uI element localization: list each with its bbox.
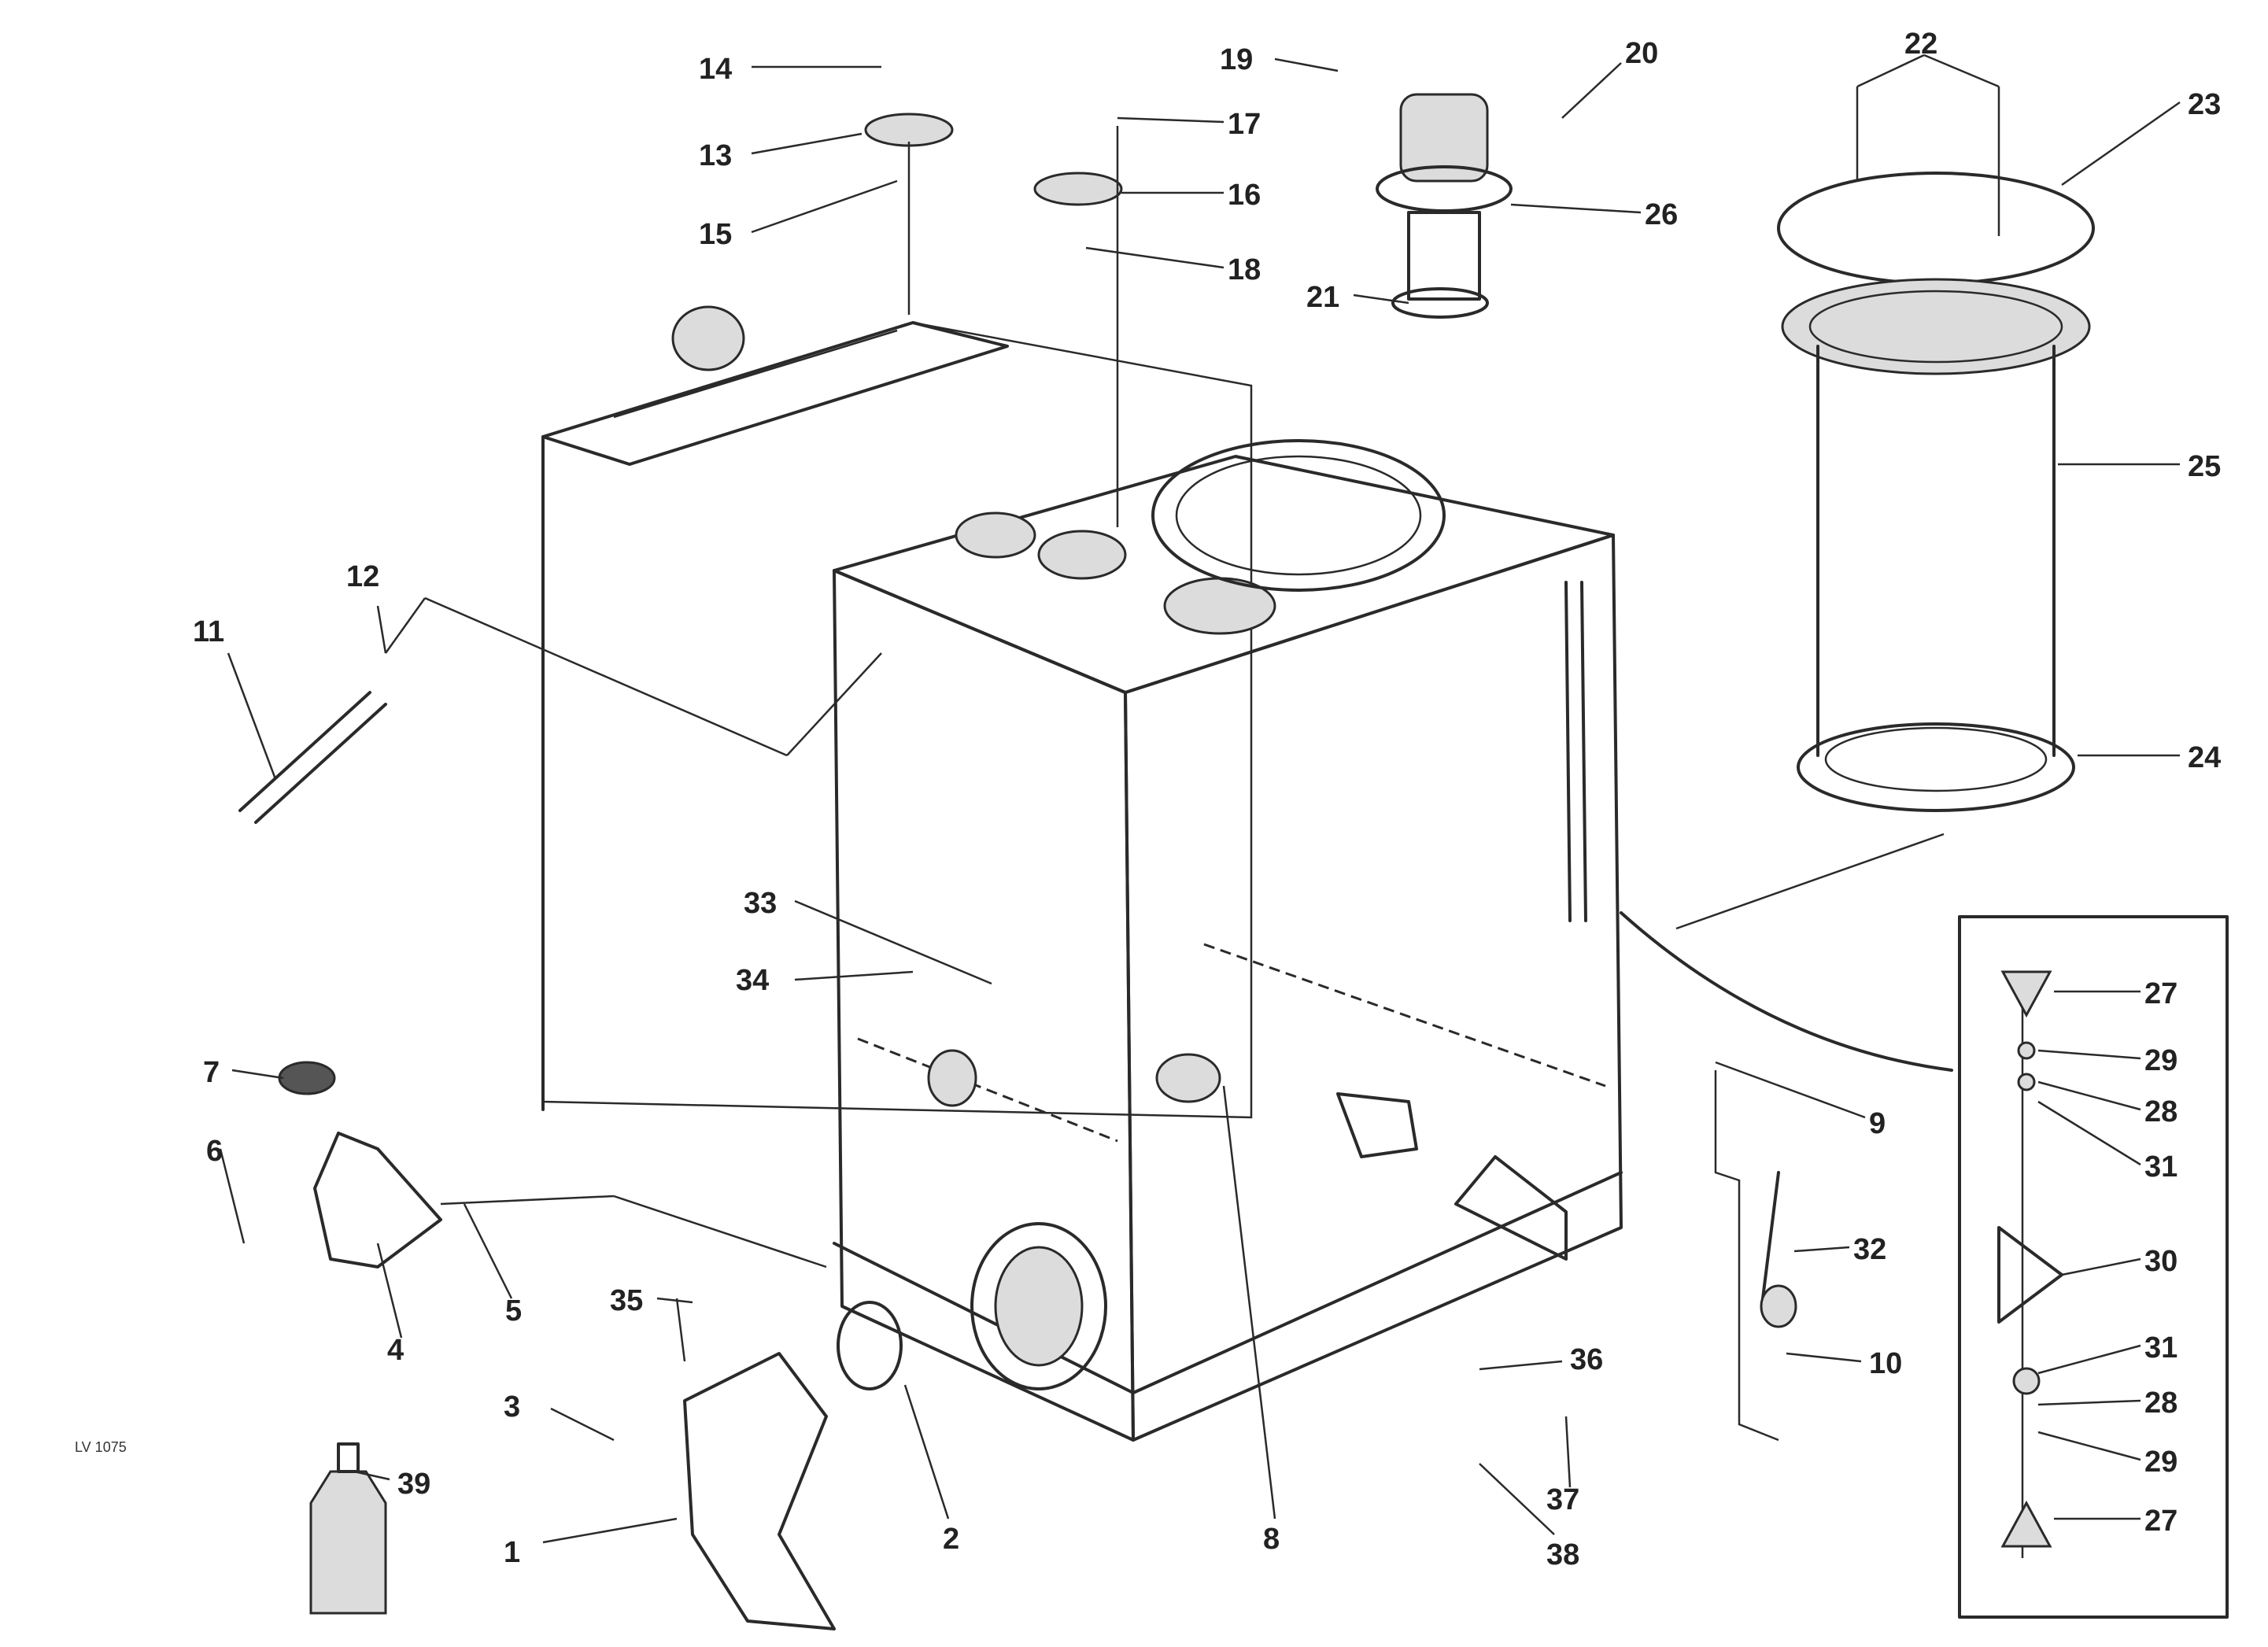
filter-assembly (1777, 172, 2095, 812)
callout-14: 14 (699, 53, 732, 86)
callout-18: 18 (1228, 253, 1261, 286)
tank-body (541, 321, 1623, 1442)
callout-36: 36 (1570, 1343, 1603, 1376)
callout-23: 23 (2188, 88, 2221, 121)
callout-labels: 14 13 15 17 16 18 19 20 26 21 22 23 25 2… (193, 28, 2221, 1571)
upper-cover-box (541, 305, 1009, 466)
callout-29-bottom: 29 (2144, 1446, 2178, 1479)
callout-3: 3 (504, 1390, 520, 1424)
callout-9: 9 (1869, 1107, 1886, 1140)
stamp-line-3: LV 1075 (75, 1439, 127, 1455)
callout-21: 21 (1306, 281, 1339, 314)
callout-2: 2 (943, 1523, 959, 1556)
callout-34: 34 (736, 964, 769, 997)
callout-39: 39 (397, 1468, 430, 1501)
callout-25: 25 (2188, 450, 2221, 483)
callout-10: 10 (1869, 1347, 1902, 1380)
callout-26: 26 (1645, 198, 1678, 231)
callout-28-bottom: 28 (2144, 1387, 2178, 1420)
callout-27-bottom: 27 (2144, 1505, 2178, 1538)
callout-16: 16 (1228, 179, 1261, 212)
callout-35: 35 (610, 1284, 643, 1317)
callout-32: 32 (1853, 1233, 1886, 1266)
callout-11: 11 (193, 615, 224, 648)
callout-19: 19 (1220, 43, 1253, 76)
callout-31-bottom: 31 (2144, 1331, 2178, 1364)
callout-27-top: 27 (2144, 977, 2178, 1010)
callout-8: 8 (1263, 1523, 1280, 1556)
detail-inset-box (1958, 915, 2229, 1619)
callout-13: 13 (699, 139, 732, 172)
mounting-brackets (1155, 1053, 1568, 1261)
callout-24: 24 (2188, 741, 2221, 774)
drain-fitting (238, 691, 387, 824)
callout-20: 20 (1625, 37, 1658, 70)
leader-lines (219, 54, 2181, 1544)
callout-38: 38 (1546, 1538, 1579, 1571)
callout-6: 6 (206, 1135, 223, 1168)
filler-openings (955, 439, 1446, 635)
callout-33: 33 (744, 887, 777, 920)
top-small-caps (864, 113, 1123, 206)
level-gauge (927, 581, 1797, 1328)
drawing-stamp: LV 1075 (75, 1439, 127, 1455)
callout-29-top: 29 (2144, 1044, 2178, 1077)
callout-4: 4 (387, 1334, 404, 1367)
callout-12: 12 (346, 560, 379, 593)
callout-17: 17 (1228, 108, 1261, 141)
callout-28-top: 28 (2144, 1095, 2178, 1128)
suction-pipe-assembly (278, 1061, 1107, 1630)
callout-22: 22 (1904, 28, 1937, 61)
callout-5: 5 (505, 1294, 522, 1328)
sealant-bottle (309, 1442, 387, 1615)
callout-15: 15 (699, 218, 732, 251)
callout-31-top: 31 (2144, 1150, 2178, 1184)
callout-1: 1 (504, 1536, 520, 1569)
callout-30: 30 (2144, 1245, 2178, 1278)
inset-connector (1620, 911, 1953, 1072)
breather-cap-assembly (1376, 93, 1513, 319)
callout-37: 37 (1546, 1483, 1579, 1516)
callout-7: 7 (203, 1056, 220, 1089)
